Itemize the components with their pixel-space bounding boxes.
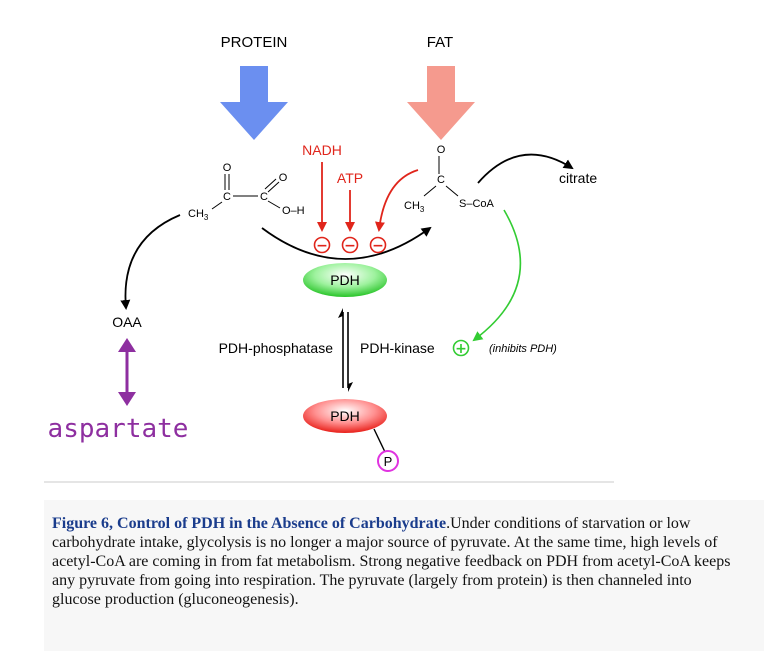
fat-label: FAT — [427, 34, 453, 51]
pyruvate-oxygen-2: O — [279, 172, 288, 184]
pyruvate-to-acetyl-coa-arrow — [261, 226, 432, 260]
minus-icon: − — [313, 236, 331, 254]
aspartate-label: aspartate — [48, 414, 189, 444]
plus-icon: + — [452, 339, 470, 357]
pdh-inactive-label: PDH — [330, 408, 360, 424]
caption-background — [44, 500, 764, 651]
divider — [44, 481, 614, 483]
phosphate-label: P — [384, 454, 393, 469]
acetyl-coa-activates-kinase-arrow — [472, 209, 522, 342]
pyruvate-methyl: CH3 — [188, 208, 209, 222]
svg-text:−: − — [316, 238, 328, 254]
fat-arrow — [407, 66, 475, 140]
acetyl-coa-thioester: S–CoA — [459, 198, 495, 210]
caption-body: .Under conditions of starvation or low c… — [52, 515, 731, 608]
nadh-label: NADH — [302, 142, 342, 158]
svg-text:−: − — [344, 238, 356, 254]
atp-label: ATP — [337, 170, 363, 186]
pyruvate-hydroxyl: O–H — [282, 205, 305, 217]
citrate-label: citrate — [559, 170, 597, 186]
pyruvate-carbon-1: C — [223, 191, 231, 203]
protein-label: PROTEIN — [221, 34, 288, 51]
minus-icon: − — [341, 236, 359, 254]
oaa-aspartate-double-arrow — [118, 338, 136, 406]
svg-text:+: + — [455, 341, 467, 357]
phosphate-circle — [377, 450, 399, 472]
acetyl-coa-to-citrate-arrow — [477, 153, 574, 184]
pyruvate-carbon-2: C — [260, 191, 268, 203]
phosphorylation-equilibrium-arrows — [338, 308, 353, 392]
inhibits-pdh-label: (inhibits PDH) — [489, 343, 557, 355]
acetyl-coa-oxygen: O — [437, 144, 446, 156]
pyruvate-structure: O C C O O–H CH3 — [188, 162, 305, 222]
figure-caption: Figure 6, Control of PDH in the Absence … — [52, 514, 742, 609]
oaa-label: OAA — [112, 314, 142, 330]
pdh-control-diagram: PROTEIN FAT O C C O O–H CH3 O C CH3 S–Co… — [48, 34, 597, 472]
minus-icon: − — [369, 236, 387, 254]
acetyl-coa-structure: O C CH3 S–CoA — [404, 144, 495, 214]
pyruvate-oxygen-1: O — [223, 162, 232, 174]
pdh-phosphatase-label: PDH-phosphatase — [219, 340, 334, 356]
pdh-inactive-ellipse — [303, 399, 387, 433]
caption-title: Figure 6, Control of PDH in the Absence … — [52, 515, 447, 532]
pdh-active-label: PDH — [330, 272, 360, 288]
phosphate-bond — [373, 428, 386, 453]
pdh-active-ellipse — [303, 263, 387, 297]
acetyl-coa-methyl: CH3 — [404, 200, 425, 214]
pyruvate-to-oaa-arrow — [120, 214, 181, 310]
acetyl-coa-inhibition-arrow — [374, 169, 419, 232]
protein-arrow — [220, 66, 288, 140]
acetyl-coa-carbon: C — [437, 174, 445, 186]
pdh-kinase-label: PDH-kinase — [360, 340, 435, 356]
svg-text:−: − — [372, 238, 384, 254]
